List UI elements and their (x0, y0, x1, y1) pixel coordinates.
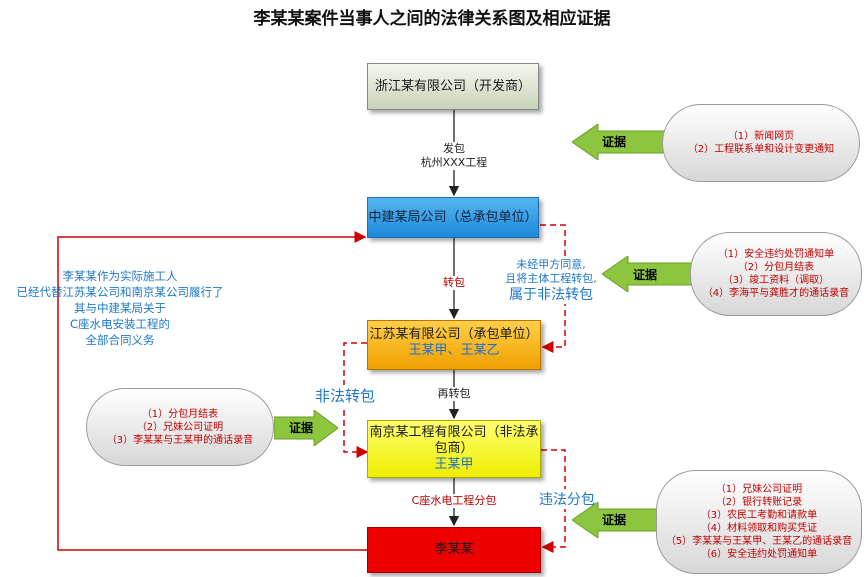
node-nanjing-label-line2: 包商） (434, 441, 474, 456)
evidence-group-1: （1）新闻网页 （2）工程联系单和设计变更通知 (662, 104, 860, 182)
note-without-consent: 未经甲方同意, 且将主体工程转包, 属于非法转包 (488, 258, 614, 304)
node-general-label: 中建某局公司（总承包单位） (368, 210, 538, 225)
evidence-2-item-3: （3）竣工资料（调取） (722, 275, 830, 286)
note-line-2: 已经代替江苏某公司和南京某公司履行了 (16, 285, 224, 299)
node-jiangsu-label: 江苏某有限公司（承包单位） (369, 327, 539, 342)
diagram-title: 李某某案件当事人之间的法律关系图及相应证据 (253, 9, 611, 29)
node-general: 中建某局公司（总承包单位） (367, 197, 539, 238)
note-small-1: 未经甲方同意, (516, 258, 586, 271)
evidence-group-4: （1）兄妹公司证明 （2）银行转账记录 （3）农民工考勤和请款单 （4）材料领取… (656, 470, 862, 574)
evidence-4-item-6: （6）安全违约处罚通知单 (700, 549, 818, 560)
evidence-1-item-2: （2）工程联系单和设计变更通知 (687, 144, 835, 155)
evidence-group-2: （1）安全违约处罚通知单 （2）分包月结表 （3）竣工资料（调取） （4）李海平… (690, 232, 862, 316)
evidence-3-item-1: （1）分包月结表 (141, 408, 219, 420)
evidence-arrow-3 (274, 410, 338, 446)
edge-li-general (57, 231, 367, 551)
node-li-label: 李某某 (434, 542, 474, 557)
note-small-2: 且将主体工程转包, (505, 272, 597, 285)
evidence-1-item-1: （1）新闻网页 (727, 131, 795, 142)
note-illegal-transfer-2: 非法转包 (300, 385, 390, 406)
node-li: 李某某 (367, 527, 541, 573)
evidence-4-item-5: （5）李某某与王某甲、王某乙的通话录音 (665, 536, 853, 547)
evidence-4-item-1: （1）兄妹公司证明 (715, 484, 803, 495)
evidence-arrow-4 (572, 502, 664, 538)
evidence-arrow-1-label: 证据 (602, 135, 627, 149)
note-line-4: C座水电安装工程的 (69, 317, 171, 331)
edge-label-c-seat: C座水电工程分包 (394, 494, 514, 508)
evidence-4-item-4: （4）材料领取和购买凭证 (700, 523, 818, 534)
evidence-3-item-3: （3）李某某与王某甲的通话录音 (106, 434, 254, 446)
evidence-arrow-2-label: 证据 (633, 268, 658, 282)
evidence-2-item-1: （1）安全违约处罚通知单 (717, 249, 835, 260)
note-line-3: 其与中建某局关于 (74, 301, 166, 315)
node-developer-label: 浙江某有限公司（开发商） (374, 79, 531, 94)
note-line-1: 李某某作为实际施工人 (62, 269, 178, 283)
note-illegal-subcontract: 违法分包 (527, 489, 607, 509)
evidence-2-item-4: （4）李海平与龚胜才的通话录音 (702, 288, 850, 299)
edge-label-contract-line2: 杭州XXX工程 (420, 156, 488, 169)
note-illegal-transfer-1: 属于非法转包 (509, 287, 593, 303)
edge-label-subcontract: 转包 (434, 276, 474, 290)
note-actual-builder: 李某某作为实际施工人 已经代替江苏某公司和南京某公司履行了 其与中建某局关于 C… (0, 268, 240, 348)
note-line-5: 全部合同义务 (85, 333, 155, 347)
evidence-arrow-2 (602, 256, 694, 292)
node-developer: 浙江某有限公司（开发商） (367, 63, 539, 110)
evidence-2-item-2: （2）分包月结表 (737, 262, 815, 273)
node-nanjing-label-line1: 南京某工程有限公司（非法承 (369, 425, 539, 440)
evidence-arrow-3-label: 证据 (289, 421, 314, 435)
node-nanjing: 南京某工程有限公司（非法承 包商） 王某甲 (367, 420, 541, 478)
evidence-arrow-1 (572, 124, 664, 160)
evidence-4-item-2: （2）银行转账记录 (715, 497, 803, 508)
edge-label-contract-line1: 发包 (443, 142, 465, 155)
node-nanjing-persons: 王某甲 (434, 457, 474, 472)
evidence-arrow-4-label: 证据 (602, 513, 627, 527)
evidence-group-3: （1）分包月结表 （2）兄妹公司证明 （3）李某某与王某甲的通话录音 (86, 388, 274, 466)
edge-label-contract: 发包 杭州XXX工程 (404, 142, 504, 170)
edge-dashed-jiangsu-nanjing (343, 342, 369, 458)
edge-label-re-subcontract: 再转包 (424, 387, 484, 401)
node-jiangsu-persons: 王某甲、王某乙 (408, 343, 500, 358)
node-jiangsu: 江苏某有限公司（承包单位） 王某甲、王某乙 (367, 320, 541, 370)
evidence-3-item-2: （2）兄妹公司证明 (136, 421, 224, 433)
evidence-4-item-3: （3）农民工考勤和请款单 (700, 510, 818, 521)
